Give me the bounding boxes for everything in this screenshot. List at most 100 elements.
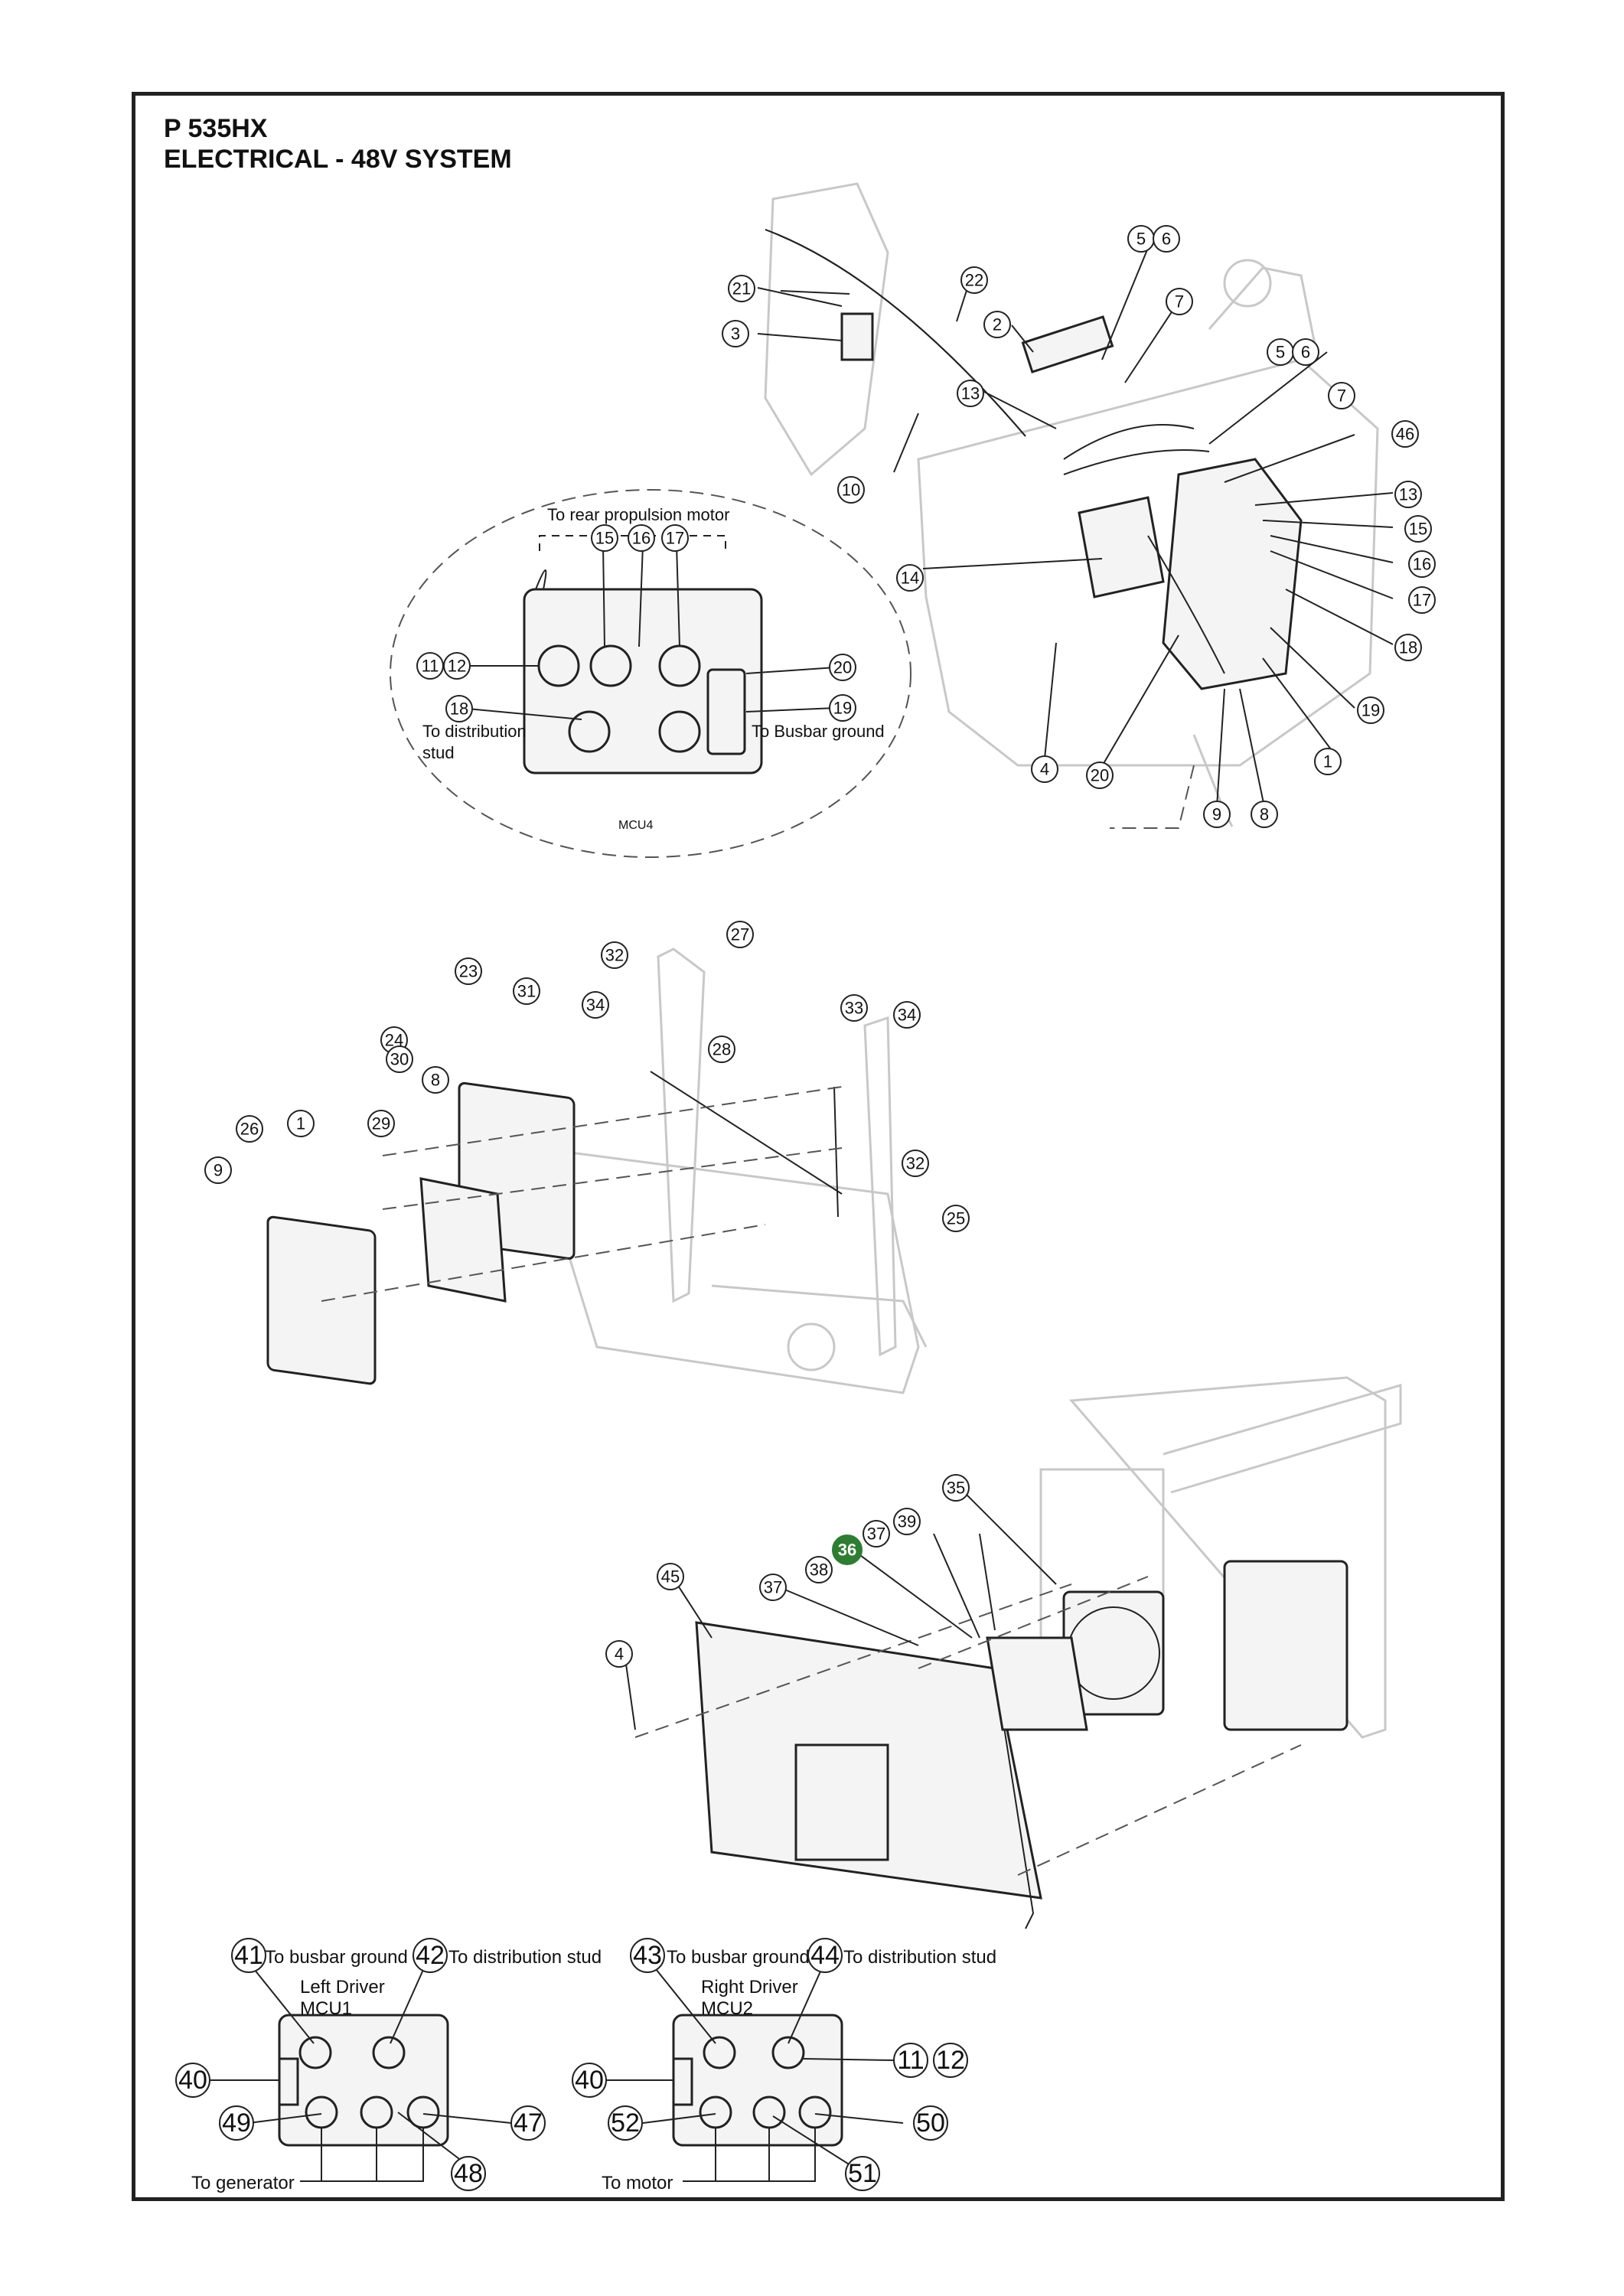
detail-note-busbar: To Busbar ground bbox=[752, 722, 885, 741]
svg-text:37: 37 bbox=[764, 1578, 782, 1597]
svg-text:23: 23 bbox=[459, 962, 478, 981]
svg-text:21: 21 bbox=[732, 279, 751, 298]
mcu1-busbar-label: To busbar ground bbox=[265, 1947, 408, 1968]
svg-text:22: 22 bbox=[965, 271, 983, 290]
svg-text:11: 11 bbox=[422, 657, 439, 676]
svg-text:27: 27 bbox=[731, 925, 749, 944]
svg-text:2: 2 bbox=[993, 315, 1002, 334]
svg-text:45: 45 bbox=[661, 1567, 680, 1587]
detail-unit-label: MCU4 bbox=[618, 819, 653, 832]
svg-text:13: 13 bbox=[1399, 485, 1417, 504]
svg-text:25: 25 bbox=[947, 1209, 965, 1228]
callout-19b: 19 bbox=[829, 694, 856, 722]
svg-text:46: 46 bbox=[1396, 425, 1414, 444]
svg-text:17: 17 bbox=[1413, 591, 1431, 610]
callout-8a: 8 bbox=[1251, 801, 1278, 828]
top-assembly-frame bbox=[764, 182, 1379, 829]
callout-29: 29 bbox=[367, 1110, 395, 1137]
callout-17a: 17 bbox=[1408, 586, 1436, 614]
mcu2-footer: To motor bbox=[602, 2173, 673, 2193]
callout-23: 23 bbox=[455, 957, 482, 985]
svg-text:18: 18 bbox=[1399, 638, 1417, 657]
callout-12a: 12 bbox=[443, 652, 471, 680]
callout-44: 44 bbox=[807, 1938, 843, 1973]
svg-text:20: 20 bbox=[1091, 766, 1109, 785]
svg-text:49: 49 bbox=[222, 2108, 251, 2138]
callout-2: 2 bbox=[983, 311, 1011, 338]
svg-text:43: 43 bbox=[633, 1941, 662, 1970]
svg-text:52: 52 bbox=[611, 2108, 640, 2138]
callout-31: 31 bbox=[513, 977, 540, 1005]
svg-text:40: 40 bbox=[178, 2066, 207, 2095]
detail-header: To rear propulsion motor bbox=[547, 505, 729, 524]
callout-16a: 16 bbox=[1408, 550, 1436, 578]
svg-text:5: 5 bbox=[1276, 343, 1285, 362]
svg-text:33: 33 bbox=[845, 999, 863, 1018]
callout-6a: 6 bbox=[1153, 225, 1180, 253]
callout-7a: 7 bbox=[1166, 288, 1193, 315]
callout-10: 10 bbox=[837, 476, 865, 504]
svg-text:8: 8 bbox=[431, 1071, 440, 1090]
svg-text:39: 39 bbox=[898, 1512, 916, 1531]
callout-12b: 12 bbox=[933, 2043, 968, 2078]
callout-22: 22 bbox=[960, 266, 988, 294]
callout-14: 14 bbox=[896, 564, 924, 592]
mcu2-distribution-label: To distribution stud bbox=[843, 1947, 996, 1968]
svg-text:44: 44 bbox=[810, 1941, 840, 1970]
svg-text:8: 8 bbox=[1260, 805, 1269, 824]
callout-1a: 1 bbox=[1314, 748, 1342, 775]
callout-19a: 19 bbox=[1357, 696, 1384, 724]
svg-text:48: 48 bbox=[454, 2159, 483, 2188]
svg-text:29: 29 bbox=[372, 1114, 390, 1133]
svg-text:35: 35 bbox=[947, 1479, 965, 1498]
svg-text:20: 20 bbox=[833, 658, 852, 677]
detail-note-distribution: To distribution bbox=[422, 722, 527, 741]
callout-45: 45 bbox=[657, 1563, 684, 1590]
callout-13a: 13 bbox=[957, 380, 984, 407]
svg-text:12: 12 bbox=[936, 2046, 965, 2075]
callout-9a: 9 bbox=[1203, 801, 1231, 828]
svg-text:26: 26 bbox=[240, 1120, 259, 1139]
svg-text:19: 19 bbox=[833, 699, 852, 718]
callout-52: 52 bbox=[608, 2105, 643, 2141]
model-number: P 535HX bbox=[164, 114, 268, 143]
callout-38: 38 bbox=[805, 1556, 833, 1583]
callout-34a: 34 bbox=[582, 991, 609, 1019]
callout-33: 33 bbox=[840, 994, 868, 1022]
callout-32b: 32 bbox=[902, 1150, 929, 1177]
svg-text:4: 4 bbox=[615, 1645, 624, 1664]
callout-18b: 18 bbox=[445, 695, 473, 722]
callout-11b: 11 bbox=[893, 2043, 928, 2078]
callout-50: 50 bbox=[913, 2105, 948, 2141]
svg-text:41: 41 bbox=[234, 1941, 263, 1970]
svg-text:34: 34 bbox=[586, 996, 605, 1015]
callout-51: 51 bbox=[845, 2156, 880, 2191]
callout-36-highlight: 36 bbox=[832, 1534, 863, 1565]
svg-text:5: 5 bbox=[1136, 230, 1146, 249]
svg-text:10: 10 bbox=[842, 481, 860, 500]
svg-text:14: 14 bbox=[901, 569, 919, 588]
svg-text:28: 28 bbox=[713, 1040, 731, 1059]
top-leaders bbox=[757, 247, 1394, 807]
svg-text:11: 11 bbox=[897, 2046, 924, 2075]
callout-18a: 18 bbox=[1394, 634, 1422, 661]
callout-25: 25 bbox=[942, 1205, 970, 1232]
svg-text:15: 15 bbox=[1409, 520, 1427, 539]
svg-text:19: 19 bbox=[1361, 701, 1380, 720]
callout-48: 48 bbox=[451, 2156, 486, 2191]
svg-text:18: 18 bbox=[450, 700, 468, 719]
callout-9b: 9 bbox=[204, 1156, 232, 1184]
callout-26: 26 bbox=[236, 1115, 263, 1143]
callout-7b: 7 bbox=[1328, 382, 1355, 409]
callout-11a: 11 bbox=[416, 652, 444, 680]
callout-15a: 15 bbox=[1404, 515, 1432, 543]
callout-bubbles: 21 22 3 2 5 6 7 5 6 13 7 46 10 13 15 16 … bbox=[175, 225, 1436, 2191]
callout-13b: 13 bbox=[1394, 481, 1422, 508]
callout-43: 43 bbox=[630, 1938, 665, 1973]
callout-1b: 1 bbox=[287, 1110, 315, 1137]
callout-37a: 37 bbox=[863, 1520, 890, 1548]
callout-6b: 6 bbox=[1292, 338, 1319, 366]
system-name: ELECTRICAL - 48V SYSTEM bbox=[164, 145, 512, 174]
top-assembly-parts bbox=[765, 229, 1303, 690]
